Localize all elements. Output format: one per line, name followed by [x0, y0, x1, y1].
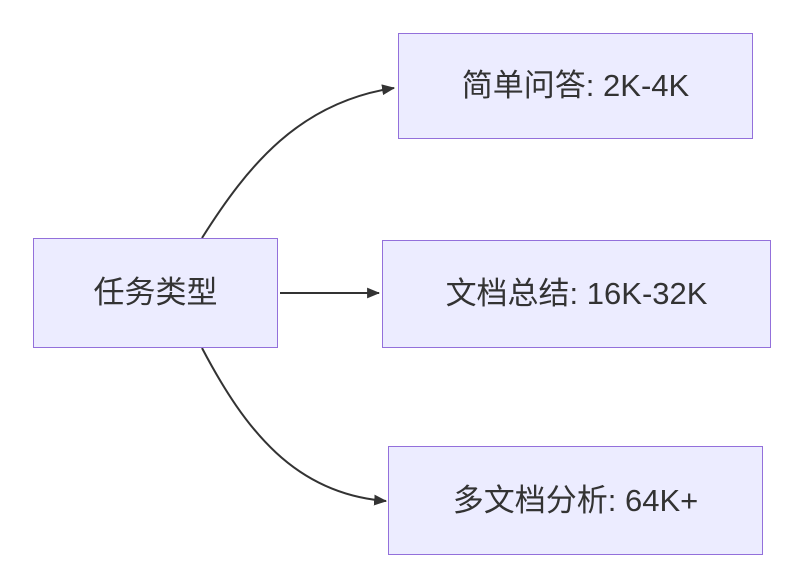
node-multi-doc-analysis-label: 多文档分析: 64K+ [452, 482, 699, 518]
node-doc-summary: 文档总结: 16K-32K [382, 240, 771, 348]
node-simple-qa-label: 简单问答: 2K-4K [461, 68, 690, 104]
node-task-type: 任务类型 [33, 238, 278, 348]
node-doc-summary-label: 文档总结: 16K-32K [445, 276, 708, 312]
node-simple-qa: 简单问答: 2K-4K [398, 33, 753, 139]
edge-root-to-multi-doc [201, 347, 388, 506]
edge-root-to-simple-qa [201, 84, 396, 239]
node-task-type-label: 任务类型 [93, 275, 218, 311]
node-multi-doc-analysis: 多文档分析: 64K+ [388, 446, 763, 555]
